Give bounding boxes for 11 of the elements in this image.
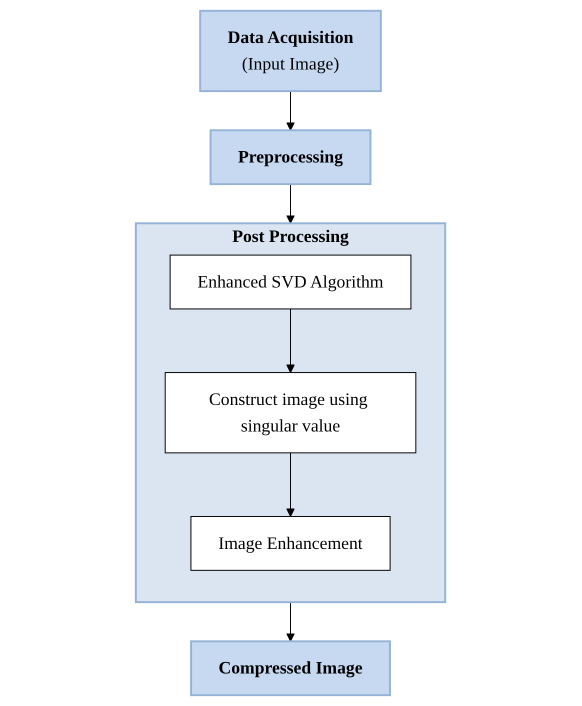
node-box: Construct image using singular value	[165, 372, 417, 454]
node-box: Preprocessing	[210, 129, 372, 186]
arrow	[286, 308, 296, 373]
arrow	[286, 452, 296, 517]
arrow	[286, 184, 296, 224]
node-box: Enhanced SVD Algorithm	[170, 254, 412, 310]
node-box: Image Enhancement	[190, 516, 392, 571]
node-box: Compressed Image	[190, 640, 392, 696]
arrow	[286, 602, 296, 642]
node-box: Data Acquisition (Input Image)	[200, 10, 382, 92]
arrow	[286, 90, 296, 131]
